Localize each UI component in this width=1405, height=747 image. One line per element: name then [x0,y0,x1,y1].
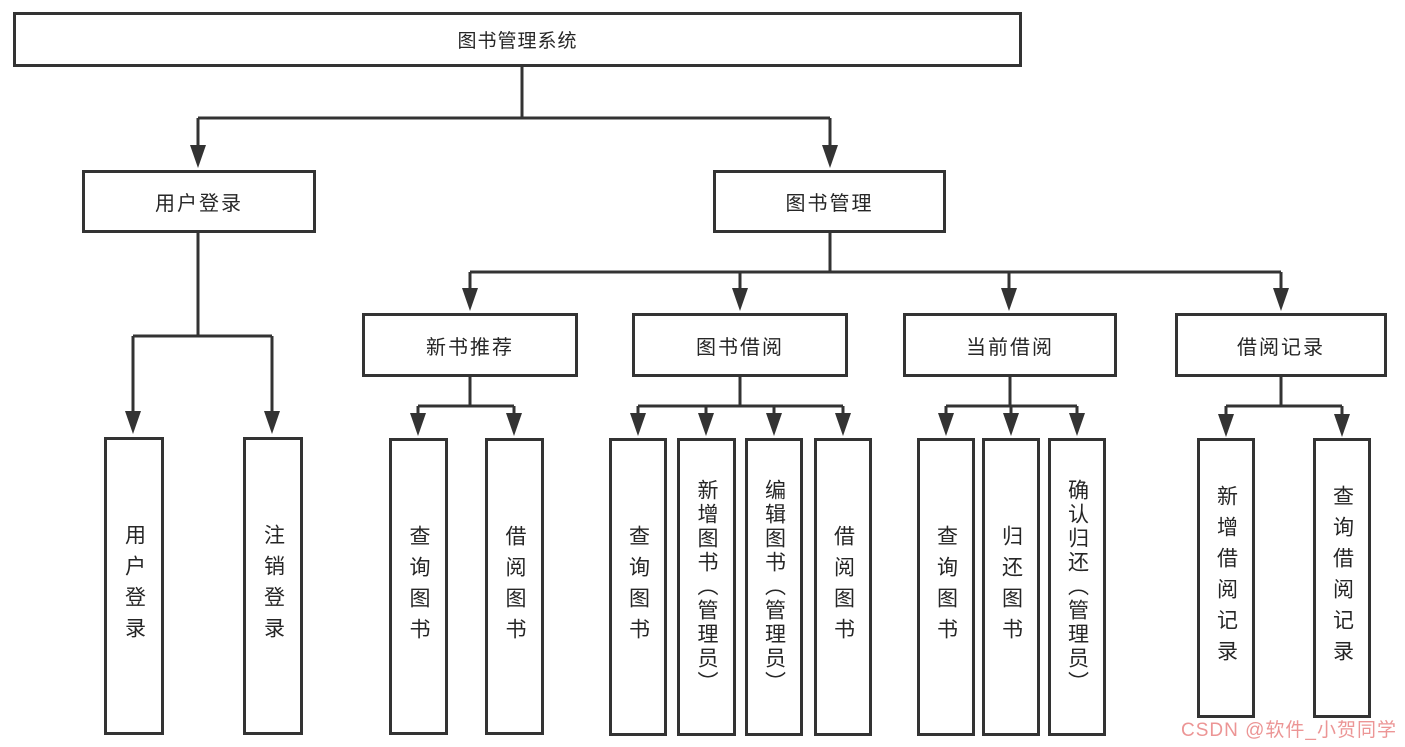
node-label: 图书管理 [785,193,874,215]
leaf-user-login: 用户登录 [104,437,164,735]
node-label: 用户登录 [122,524,146,648]
leaf-query-borrow-record: 查询借阅记录 [1313,438,1371,718]
node-label: 当前借阅 [966,336,1054,359]
leaf-logout: 注销登录 [243,437,303,735]
node-label: 查询图书 [407,524,430,649]
node-label: 查询借阅记录 [1330,485,1354,671]
node-label: 借阅图书 [503,524,526,649]
node-new-book-recommendation: 新书推荐 [362,313,578,377]
arrowheads [125,145,1350,437]
node-label: 查询图书 [626,525,650,649]
node-label: 用户登录 [155,193,243,215]
leaf-query-books-borrowing: 查询图书 [609,438,667,736]
node-label: 确认归还（管理员） [1065,479,1089,695]
node-label: 图书借阅 [696,336,784,359]
node-label: 注销登录 [261,524,285,648]
leaf-confirm-return-admin: 确认归还（管理员） [1048,438,1106,736]
node-label: 新增借阅记录 [1214,485,1238,671]
leaf-add-book-admin: 新增图书（管理员） [677,438,736,736]
leaf-borrow-books-borrowing: 借阅图书 [814,438,872,736]
node-user-login-branch: 用户登录 [82,170,316,233]
node-label: 编辑图书（管理员） [762,479,786,695]
node-label: 图书管理系统 [457,31,578,52]
node-label: 新增图书（管理员） [695,479,718,695]
leaf-query-books-current: 查询图书 [917,438,975,736]
leaf-return-books: 归还图书 [982,438,1040,736]
node-root-library-management-system: 图书管理系统 [13,12,1022,67]
csdn-watermark: CSDN @软件_小贺同学 [1181,720,1397,741]
node-label: 新书推荐 [426,336,514,359]
leaf-borrow-books-recommend: 借阅图书 [485,438,544,735]
node-current-borrowing: 当前借阅 [903,313,1117,377]
node-borrowing-records: 借阅记录 [1175,313,1387,377]
node-label: 查询图书 [934,525,958,649]
leaf-edit-book-admin: 编辑图书（管理员） [745,438,803,736]
leaf-add-borrow-record: 新增借阅记录 [1197,438,1255,718]
node-label: 归还图书 [999,525,1023,649]
node-label: 借阅图书 [831,525,855,649]
node-book-management: 图书管理 [713,170,946,233]
leaf-query-books-recommend: 查询图书 [389,438,448,735]
node-book-borrowing: 图书借阅 [632,313,848,377]
node-label: 借阅记录 [1237,336,1325,359]
